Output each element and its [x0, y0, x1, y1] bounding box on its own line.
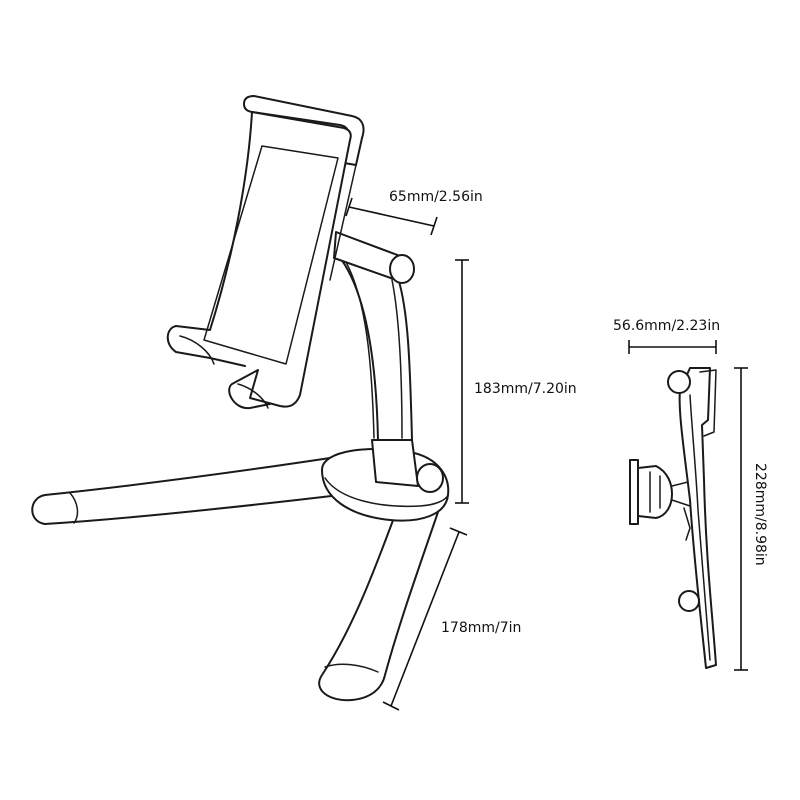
- holder-screen-area: [203, 145, 339, 365]
- holder-frame: [228, 111, 352, 410]
- dim-tick-leg-top: [449, 527, 468, 536]
- side-arm-inner: [689, 394, 711, 661]
- upper-hinge-knob: [389, 254, 415, 284]
- side-bottom-knob: [678, 590, 700, 612]
- lower-hinge-block: [371, 439, 419, 487]
- holder-bottom-hook-left: [179, 335, 215, 365]
- lower-hinge-knob: [416, 463, 444, 493]
- label-leg-length: 178mm/7in: [441, 620, 521, 636]
- label-clamp-depth: 65mm/2.56in: [389, 189, 483, 205]
- label-side-depth: 56.6mm/2.23in: [613, 318, 720, 334]
- front-leg: [318, 511, 439, 702]
- side-arm: [678, 367, 717, 669]
- curved-arm-groove-right: [391, 279, 403, 439]
- label-side-height: 228mm/8.98in: [752, 463, 768, 566]
- holder-right-edge: [329, 164, 357, 281]
- stand-side-view: [629, 367, 717, 669]
- label-arm-height: 183mm/7.20in: [474, 381, 577, 397]
- holder-top-clamp: [243, 95, 365, 166]
- front-leg-foot-pad: [324, 663, 379, 673]
- base-hub-rim: [324, 477, 449, 508]
- side-mount-details: [649, 471, 691, 541]
- back-leg: [31, 457, 341, 525]
- dim-tick-leg-bottom: [382, 701, 400, 711]
- side-back-clip: [699, 369, 717, 437]
- side-top-knob: [667, 370, 691, 394]
- dim-tick-clamp-right: [430, 216, 438, 236]
- side-mount-plate: [629, 459, 639, 525]
- dim-tick-clamp-left: [345, 197, 353, 217]
- curved-arm-groove-left: [345, 261, 375, 439]
- dim-line-clamp-depth: [348, 206, 435, 227]
- dimension-lines: [345, 197, 748, 711]
- dim-line-leg-length: [390, 531, 460, 707]
- stand-front-view: [31, 95, 450, 702]
- holder-bottom-hook-right: [237, 383, 269, 409]
- side-mount-neck: [671, 481, 691, 507]
- side-mount-body: [637, 465, 673, 519]
- back-leg-foot-pad: [69, 492, 79, 524]
- holder-outer-edge: [166, 111, 253, 367]
